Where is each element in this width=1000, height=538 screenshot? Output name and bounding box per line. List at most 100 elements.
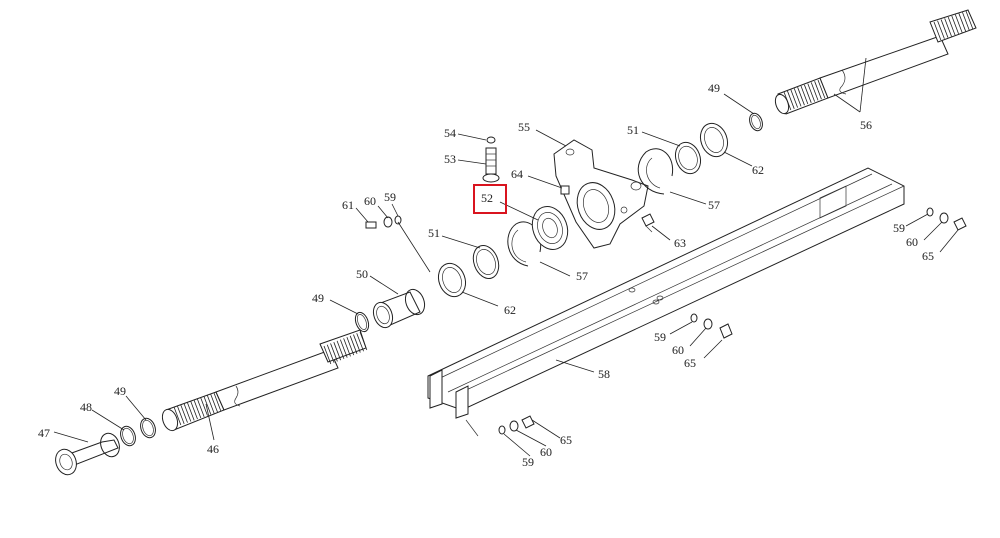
callout-labels: 47 48 49 46 49 50 51 62 57 61 60 59 54 5… <box>38 81 934 469</box>
callout-63: 63 <box>674 236 686 250</box>
fastener-group-bottom <box>498 415 535 435</box>
callout-52: 52 <box>481 191 493 205</box>
spline-ridge <box>800 85 809 105</box>
spline-ridge <box>173 406 182 426</box>
spline-ridge <box>213 392 222 412</box>
part-47-sleeve <box>55 432 120 476</box>
part-53-54-bolt <box>482 136 500 183</box>
spline-ridge <box>790 89 799 108</box>
part-64-nut <box>560 185 570 195</box>
spline-ridge <box>200 397 208 416</box>
spline-ridge <box>937 20 945 39</box>
callout-65c: 65 <box>560 433 572 447</box>
spline-ridge <box>814 81 822 100</box>
part-55-bracket <box>553 139 649 249</box>
callout-50: 50 <box>356 267 368 281</box>
spline-ridge <box>326 344 335 363</box>
spline-ridge <box>944 18 952 37</box>
spline-ridge <box>804 84 812 103</box>
spline-ridge <box>359 331 368 351</box>
highlight-box-52 <box>473 184 507 214</box>
callout-57b: 57 <box>708 198 720 212</box>
part-62a-washer <box>437 262 467 298</box>
callout-65a: 65 <box>922 249 934 263</box>
callout-59c: 59 <box>654 330 666 344</box>
spline-ridge <box>817 79 826 99</box>
spline-ridge <box>793 88 802 107</box>
part-58-rail <box>427 167 905 437</box>
callout-62a: 62 <box>504 303 516 317</box>
callout-59d: 59 <box>522 455 534 469</box>
callout-49a: 49 <box>114 384 126 398</box>
spline-ridge <box>336 340 345 360</box>
callout-64: 64 <box>511 167 523 181</box>
part-46-shaft <box>161 329 368 432</box>
spline-ridge <box>339 339 348 358</box>
spline-ridge <box>965 10 974 30</box>
callout-60c: 60 <box>672 343 684 357</box>
callout-65b: 65 <box>684 356 696 370</box>
spline-ridge <box>346 336 355 356</box>
callout-62b: 62 <box>752 163 764 177</box>
callout-55: 55 <box>518 120 530 134</box>
callout-59a: 59 <box>384 190 396 204</box>
spline-ridge <box>183 403 192 422</box>
part-49b-ring <box>354 311 370 333</box>
callout-56: 56 <box>860 118 872 132</box>
spline-ridge <box>962 12 970 31</box>
callout-47: 47 <box>38 426 50 440</box>
part-56-shaft <box>774 9 977 115</box>
callout-60d: 60 <box>540 445 552 459</box>
spline-ridge <box>330 343 338 362</box>
spline-ridge <box>203 396 212 415</box>
spline-ridge <box>807 83 816 102</box>
spline-ridge <box>940 19 949 38</box>
callout-58: 58 <box>598 367 610 381</box>
spline-ridge <box>933 21 942 41</box>
part-49a-ring <box>140 417 156 439</box>
spline-ridge <box>951 15 959 35</box>
spline-ridge <box>333 342 342 361</box>
fastener-group-right <box>926 207 967 231</box>
leader-lines <box>53 57 959 457</box>
spline-ridge <box>353 334 361 353</box>
spline-ridge <box>810 82 819 101</box>
spline-ridge <box>958 13 967 32</box>
callout-46: 46 <box>207 442 219 456</box>
part-62b-washer <box>699 122 729 158</box>
callout-60b: 60 <box>906 235 918 249</box>
part-57b-snapring <box>637 148 674 195</box>
callout-49b: 49 <box>312 291 324 305</box>
callout-51b: 51 <box>627 123 639 137</box>
callout-51a: 51 <box>428 226 440 240</box>
part-49c-ring <box>749 112 763 132</box>
callout-61: 61 <box>342 198 354 212</box>
spline-ridge <box>349 335 358 354</box>
part-51a-ring <box>472 245 500 279</box>
spline-ridge <box>343 338 351 357</box>
spline-ridge <box>356 333 364 352</box>
callout-60a: 60 <box>364 194 376 208</box>
spline-ridge <box>783 91 792 111</box>
spline-ridge <box>180 404 188 423</box>
callout-59b: 59 <box>893 221 905 235</box>
spline-ridge <box>196 398 205 417</box>
callout-57a: 57 <box>576 269 588 283</box>
spline-ridge <box>193 399 202 419</box>
spline-ridge <box>190 401 198 420</box>
spline-ridge <box>186 402 195 421</box>
part-63-bolt <box>641 213 655 233</box>
part-48-ring <box>120 425 136 447</box>
callout-53: 53 <box>444 152 456 166</box>
spline-ridge <box>176 405 185 424</box>
spline-ridge <box>954 14 963 33</box>
callout-48: 48 <box>80 400 92 414</box>
part-52-bearing <box>531 206 569 250</box>
part-50-sleeve <box>372 288 426 329</box>
spline-ridge <box>323 345 332 365</box>
spline-ridge <box>206 395 215 414</box>
spline-ridge <box>947 16 956 36</box>
callout-49c: 49 <box>708 81 720 95</box>
fastener-group-mid <box>690 313 733 339</box>
